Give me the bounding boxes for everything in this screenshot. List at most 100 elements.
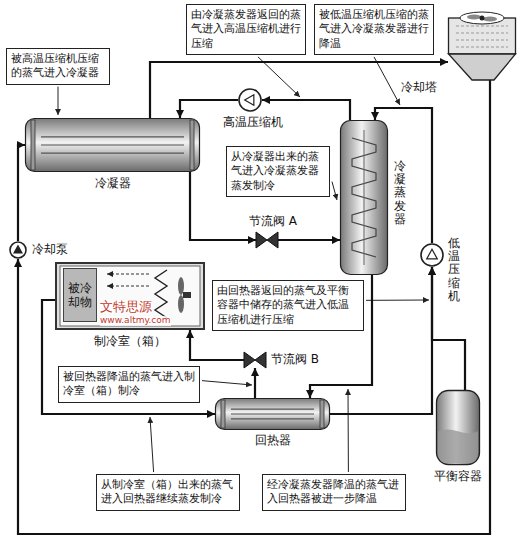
diagram-part	[341, 121, 388, 275]
component-label: 被冷却物	[68, 281, 92, 310]
callout-text: 被高温压缩机压缩的蒸气进入冷凝器	[11, 52, 105, 81]
diagram-part	[421, 244, 443, 266]
component-label: 高温压缩机	[222, 115, 284, 129]
callout-text: 经冷凝蒸发器降温的蒸气进入回热器被进一步降温	[267, 478, 401, 507]
diagram-part	[438, 429, 478, 463]
shape-outline	[215, 398, 330, 430]
shape-outline	[448, 8, 516, 80]
refrigerant-pipe	[18, 80, 490, 534]
diagram-part	[31, 120, 35, 170]
component-label: 低温压缩机	[448, 237, 460, 303]
diagram-part	[64, 269, 97, 322]
diagram-part	[231, 413, 314, 414]
callout-box: 经冷凝蒸发器降温的蒸气进入回热器被进一步降温	[262, 474, 406, 511]
component-label: 制冷室（箱）	[93, 334, 167, 348]
diagram-part	[41, 153, 184, 154]
shape-outline	[420, 243, 444, 267]
heat-exchanger: 冷凝器	[25, 118, 200, 172]
callout-text: 从制冷室（箱）出来的蒸气进入回热器继续蒸发制冷	[101, 478, 235, 507]
refrigerant-pipe	[190, 330, 244, 360]
refrigerant-pipe	[18, 145, 25, 241]
watermark: 文特思源	[100, 300, 152, 314]
component-label: 冷却泵	[31, 242, 69, 256]
diagram-part	[364, 130, 365, 265]
heat-exchanger: 回热器	[215, 398, 330, 430]
compressor-symbol: 低温压缩机	[420, 243, 444, 267]
callout-box: 由冷凝蒸发器返回的蒸气进入高温压缩机进行压缩	[186, 4, 306, 55]
diagram-part	[216, 399, 330, 430]
diagram-part	[107, 286, 149, 287]
shape-outline	[9, 241, 27, 259]
leader-line	[202, 381, 252, 385]
diagram-part	[320, 400, 324, 428]
callout-text: 由冷凝蒸发器返回的蒸气进入高温压缩机进行压缩	[191, 8, 301, 51]
diagram-part	[483, 17, 497, 22]
refrigerant-pipe	[254, 368, 256, 398]
callout-box: 由回热器返回的蒸气及平衡容器中储存的蒸气进入低温压缩机进行压缩	[212, 280, 364, 331]
throttle-valve: 节流阀 B	[244, 352, 266, 368]
callout-box: 从制冷室（箱）出来的蒸气进入回热器继续蒸发制冷	[96, 474, 240, 511]
diagram-part	[239, 89, 261, 111]
diagram-part	[10, 242, 26, 258]
component-label: 回热器	[254, 433, 292, 447]
callout-box: 被高温压缩机压缩的蒸气进入冷凝器	[6, 48, 110, 85]
diagram-part	[41, 144, 184, 145]
watermark: www.altmy.com	[100, 316, 171, 326]
diagram-part	[56, 263, 204, 329]
component-label: 冷却塔	[400, 80, 438, 94]
diagram-part	[480, 16, 485, 21]
cooled-goods: 被冷却物	[63, 268, 97, 322]
leader-line	[332, 182, 337, 200]
shape-outline	[238, 88, 262, 112]
diagram-part	[41, 136, 184, 137]
diagram-part	[460, 12, 504, 24]
leader-line	[58, 87, 59, 115]
diagram-part	[26, 119, 200, 172]
callout-text: 由回热器返回的蒸气及平衡容器中储存的蒸气进入低温压缩机进行压缩	[217, 284, 359, 327]
diagram-part	[14, 246, 22, 253]
callout-text: 被低温压缩机压缩的蒸气进入冷凝蒸发器进行降温	[319, 8, 429, 51]
component-label: 平衡容器	[433, 469, 483, 483]
diagram-part	[183, 292, 191, 298]
shape-outline	[340, 120, 388, 275]
diagram-part	[427, 249, 438, 259]
diagram-part	[231, 409, 314, 410]
diagram-part	[256, 232, 278, 248]
diagram-part	[456, 47, 508, 48]
refrigerant-pipe	[150, 62, 448, 118]
component-label: 冷凝蒸发器	[394, 160, 406, 226]
shape-outline	[25, 118, 200, 172]
diagram-part	[231, 418, 314, 419]
balance-tank: 平衡容器	[436, 390, 480, 465]
diagram-part	[456, 26, 508, 27]
leader-line	[374, 57, 400, 105]
callout-text: 被回热器降温的蒸气进入制冷室（箱）制冷	[63, 370, 195, 399]
diagram-part	[456, 40, 508, 41]
callout-box: 被低温压缩机压缩的蒸气进入冷凝蒸发器进行降温	[314, 4, 434, 55]
diagram-part	[107, 274, 149, 275]
diagram-part	[456, 33, 508, 34]
shape-outline	[244, 352, 266, 368]
component-label: 节流阀 B	[270, 352, 320, 366]
leader-line	[150, 417, 154, 472]
leader-line	[348, 389, 349, 472]
cooling-tower: 冷却塔	[448, 8, 516, 80]
diagram-part	[245, 95, 254, 106]
refrigerant-pipe	[278, 239, 340, 241]
callout-box: 从冷凝器出来的蒸气进入冷凝蒸发器蒸发制冷	[226, 146, 330, 197]
diagram-part	[221, 400, 225, 428]
diagram-part	[467, 15, 481, 20]
leader-line	[366, 300, 429, 301]
diagram-part	[190, 120, 194, 170]
diagram-part	[449, 54, 516, 80]
shape-outline	[256, 232, 278, 248]
diagram-part	[244, 352, 266, 368]
pump-symbol: 冷却泵	[9, 241, 27, 259]
heat-exchanger: 冷凝蒸发器	[340, 120, 388, 275]
diagram-part	[155, 270, 167, 318]
compressor-symbol: 高温压缩机	[238, 88, 262, 112]
component-label: 冷凝器	[94, 176, 132, 190]
callout-text: 从冷凝器出来的蒸气进入冷凝蒸发器蒸发制冷	[231, 150, 325, 193]
diagram-part	[60, 266, 200, 326]
